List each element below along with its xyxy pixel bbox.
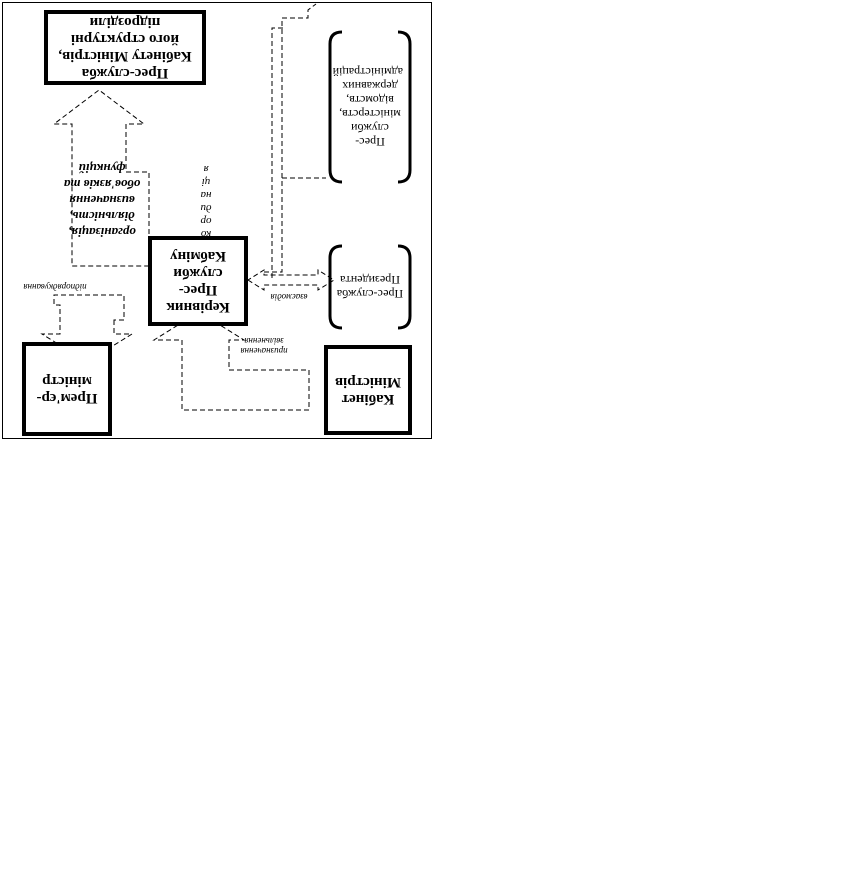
- label-appointment: призначення звільнення: [240, 336, 288, 356]
- line-head-to-ministries-2: [271, 27, 286, 278]
- press-ministries-label: Прес-служби міністерств, відомств, держа…: [332, 65, 403, 149]
- node-prime-minister: Прем'єр-міністр: [22, 342, 112, 436]
- arrow-head-to-cabinet-press: [52, 89, 150, 267]
- label-interaction: взаємодія: [270, 292, 308, 302]
- arrow-head-president-interaction: [247, 269, 335, 291]
- node-press-president: Прес-служба Президента: [328, 244, 412, 330]
- label-coordination: координація: [200, 163, 212, 240]
- node-press-service-cabinet: Прес-служба Кабінету Міністрів, його стр…: [44, 10, 206, 85]
- flipped-diagram-group: Прес-служба Кабінету Міністрів, його стр…: [0, 0, 434, 440]
- connector-lines: [40, 3, 335, 411]
- press-president-label: Прес-служба Президента: [336, 273, 404, 301]
- president-brackets: [328, 244, 412, 330]
- label-functions: організація, діяльність, визначення обов…: [63, 161, 141, 240]
- node-head-press-service: Керівник Прес-служби Кабміну: [148, 236, 248, 326]
- arrow-prime-minister-to-head: [40, 294, 134, 363]
- node-cabinet-of-ministers: Кабінет Міністрів: [324, 345, 412, 435]
- node-press-ministries: Прес-служби міністерств, відомств, держа…: [328, 30, 412, 184]
- arrow-cabinet-to-head: [152, 311, 310, 411]
- diagram-frame: [2, 2, 432, 439]
- line-head-to-ministries: [264, 3, 317, 273]
- ministries-brackets: [328, 30, 412, 184]
- label-subordination: підпорядкування: [23, 282, 87, 292]
